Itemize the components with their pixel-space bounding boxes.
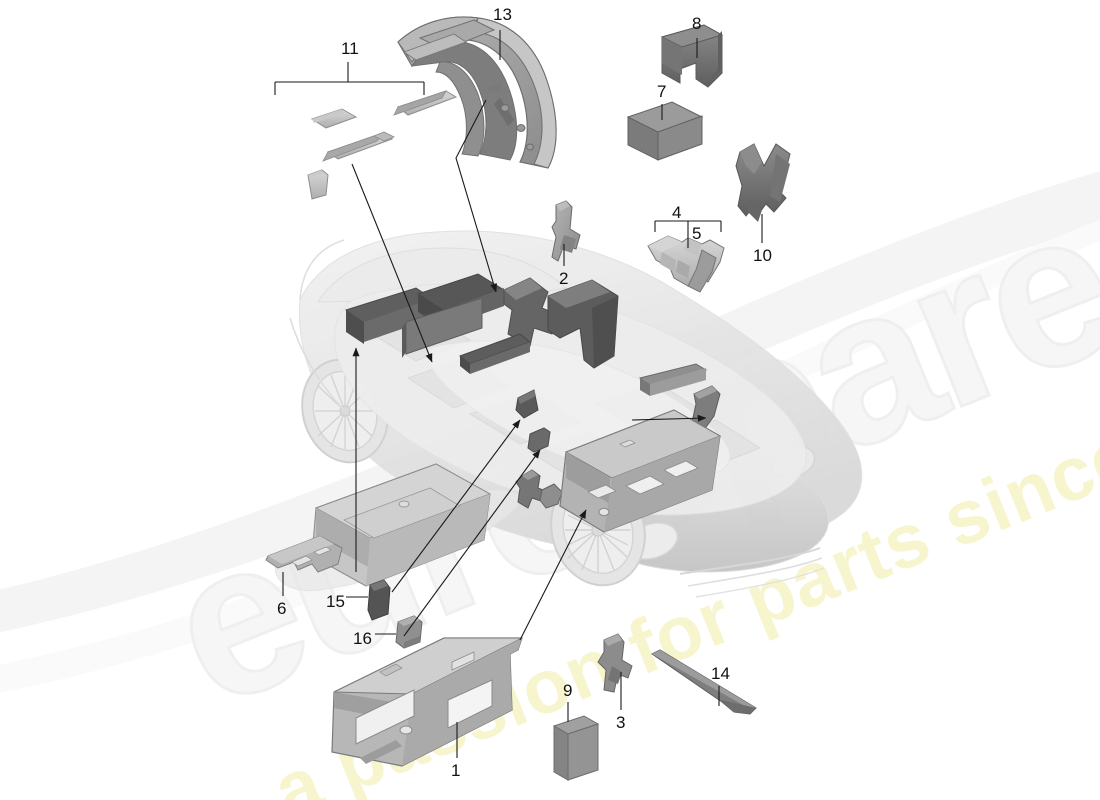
callout-2[interactable]: 2 — [559, 269, 569, 288]
callout-15[interactable]: 15 — [326, 592, 345, 611]
part-front-liner-panel — [559, 409, 722, 533]
part-14 — [651, 649, 757, 715]
callout-5[interactable]: 5 — [692, 224, 702, 243]
callout-11[interactable]: 11 — [341, 39, 359, 58]
part-strip-front — [638, 363, 708, 396]
callout-13[interactable]: 13 — [493, 5, 512, 24]
part-1 — [331, 637, 523, 767]
leader-11-a — [351, 163, 433, 363]
part-4-5 — [647, 235, 725, 293]
callout-7[interactable]: 7 — [657, 82, 667, 101]
callout-6[interactable]: 6 — [277, 599, 287, 618]
part-15 — [367, 579, 391, 621]
callout-1[interactable]: 1 — [451, 761, 461, 780]
part-3 — [597, 633, 633, 693]
callout-3[interactable]: 3 — [616, 713, 626, 732]
callout-10[interactable]: 10 — [753, 246, 772, 265]
leader-front-to-car — [631, 414, 707, 422]
leader-1-to-car — [519, 509, 587, 641]
part-2 — [551, 200, 581, 262]
part-8 — [660, 24, 724, 88]
part-7 — [626, 101, 704, 161]
part-10 — [735, 143, 791, 222]
callout-9[interactable]: 9 — [563, 681, 573, 700]
callout-16[interactable]: 16 — [353, 629, 372, 648]
leader-16-to-car — [403, 449, 541, 637]
part-9 — [552, 715, 600, 781]
leader-lines — [274, 30, 763, 758]
part-13 — [397, 16, 557, 169]
watermark-swoosh-2 — [0, 219, 1100, 693]
part-11-group — [307, 90, 458, 200]
part-16 — [395, 615, 423, 649]
interior-insulation-parts — [344, 273, 619, 509]
leader-13-to-car — [455, 99, 498, 293]
callout-14[interactable]: 14 — [711, 664, 730, 683]
leader-15-to-car — [391, 419, 521, 593]
callout-4[interactable]: 4 — [672, 203, 682, 222]
callout-8[interactable]: 8 — [692, 14, 702, 33]
